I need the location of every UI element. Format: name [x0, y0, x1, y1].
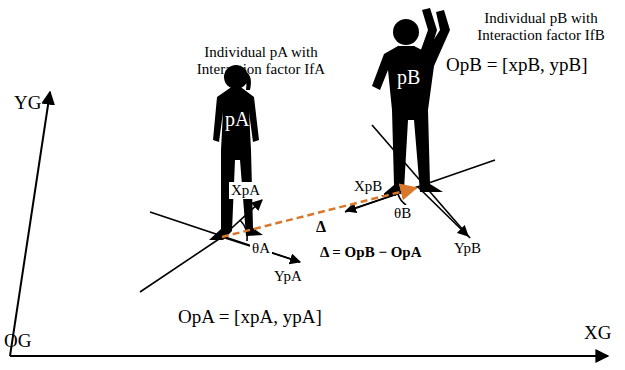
position-equation: OpA = [xpA, ypA] [176, 306, 324, 328]
frame-b [345, 125, 495, 238]
axis-label: XG [584, 322, 611, 344]
vector-label: Δ [314, 218, 328, 236]
global-y-axis [10, 92, 50, 356]
axis-label: XpA [229, 182, 262, 199]
person-b-silhouette [372, 8, 450, 196]
vector-equation: Δ = OpB − OpA [318, 244, 424, 261]
axis-label: YpA [272, 268, 304, 285]
person-label: pB [397, 66, 420, 89]
angle-label: θA [250, 240, 272, 257]
person-label: pA [225, 108, 249, 131]
position-equation: OpB = [xpB, ypB] [444, 54, 590, 76]
origin-label: OG [4, 330, 31, 352]
person-note: Individual pA with Interaction factor If… [176, 44, 346, 79]
global-x-axis [10, 355, 608, 357]
angle-label: θB [392, 205, 413, 222]
person-a-silhouette [209, 65, 263, 240]
axis-label: YpB [452, 240, 483, 257]
person-note: Individual pB with Interaction factor If… [461, 10, 621, 45]
axis-label: XpB [352, 178, 384, 195]
axis-label: YG [14, 92, 41, 114]
